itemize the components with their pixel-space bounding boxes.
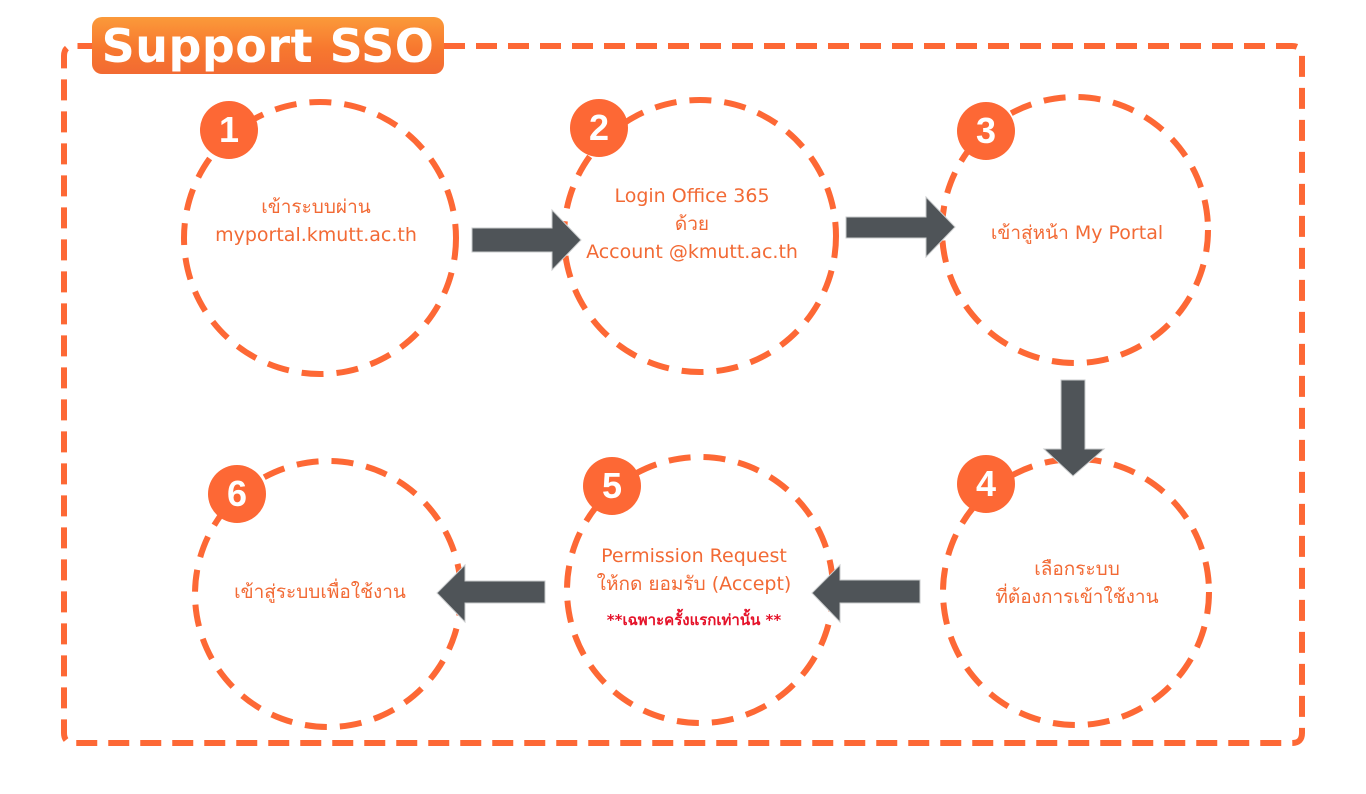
arrow-step5-to-step6	[436, 563, 546, 624]
step-3-badge	[957, 102, 1015, 160]
step-5-line-1: Permission Request	[601, 545, 787, 567]
step-5-badge	[583, 457, 641, 515]
step-2-line-1: Login Office 365	[614, 185, 770, 207]
arrow-step2-to-step3	[845, 195, 956, 259]
step-2-badge	[570, 99, 628, 157]
step-2-number: 2	[588, 107, 610, 148]
step-4-line-2: ที่ต้องการเข้าใช้งาน	[995, 586, 1159, 608]
step-4-text: เลือกระบบ ที่ต้องการเข้าใช้งาน	[995, 555, 1158, 611]
step-3-line-1: เข้าสู่หน้า My Portal	[990, 222, 1164, 244]
step-4-number: 4	[975, 463, 997, 504]
step-3-text: เข้าสู่หน้า My Portal	[991, 219, 1163, 247]
step-2-text: Login Office 365 ด้วย Account @kmutt.ac.…	[586, 182, 798, 266]
step-6-line-1: เข้าสู่ระบบเพื่อใช้งาน	[234, 581, 406, 603]
outer-dashed-frame	[61, 43, 1305, 746]
step-4-circle	[940, 456, 1212, 728]
step-4-line-1: เลือกระบบ	[1034, 558, 1120, 580]
step-6-text: เข้าสู่ระบบเพื่อใช้งาน	[234, 578, 406, 606]
title-banner: Support SSO	[92, 17, 444, 74]
step-3-number: 3	[975, 110, 997, 151]
arrow-step4-to-step5	[811, 563, 921, 624]
step-1-circle	[181, 99, 459, 377]
step-5-note: **เฉพาะครั้งแรกเท่านั้น **	[606, 611, 782, 629]
step-1-badge	[200, 101, 258, 159]
step-1-line-2: myportal.kmutt.ac.th	[215, 224, 417, 246]
step-6-number: 6	[226, 473, 248, 514]
arrow-step3-to-step4	[1042, 379, 1106, 477]
step-5-text: Permission Request ให้กด ยอมรับ (Accept)…	[597, 542, 792, 630]
step-1-line-1: เข้าระบบผ่าน	[261, 196, 371, 218]
step-2-line-3: Account @kmutt.ac.th	[586, 241, 798, 263]
step-6-badge	[208, 465, 266, 523]
step-5-number: 5	[601, 465, 623, 506]
step-3-circle	[939, 94, 1211, 366]
step-5-line-2: ให้กด ยอมรับ (Accept)	[596, 573, 792, 595]
step-1-text: เข้าระบบผ่าน myportal.kmutt.ac.th	[215, 193, 417, 249]
arrow-step1-to-step2	[471, 208, 582, 272]
diagram-title: Support SSO	[101, 18, 435, 73]
step-4-badge	[957, 455, 1015, 513]
step-2-line-2: ด้วย	[674, 213, 710, 235]
step-1-number: 1	[218, 109, 240, 150]
